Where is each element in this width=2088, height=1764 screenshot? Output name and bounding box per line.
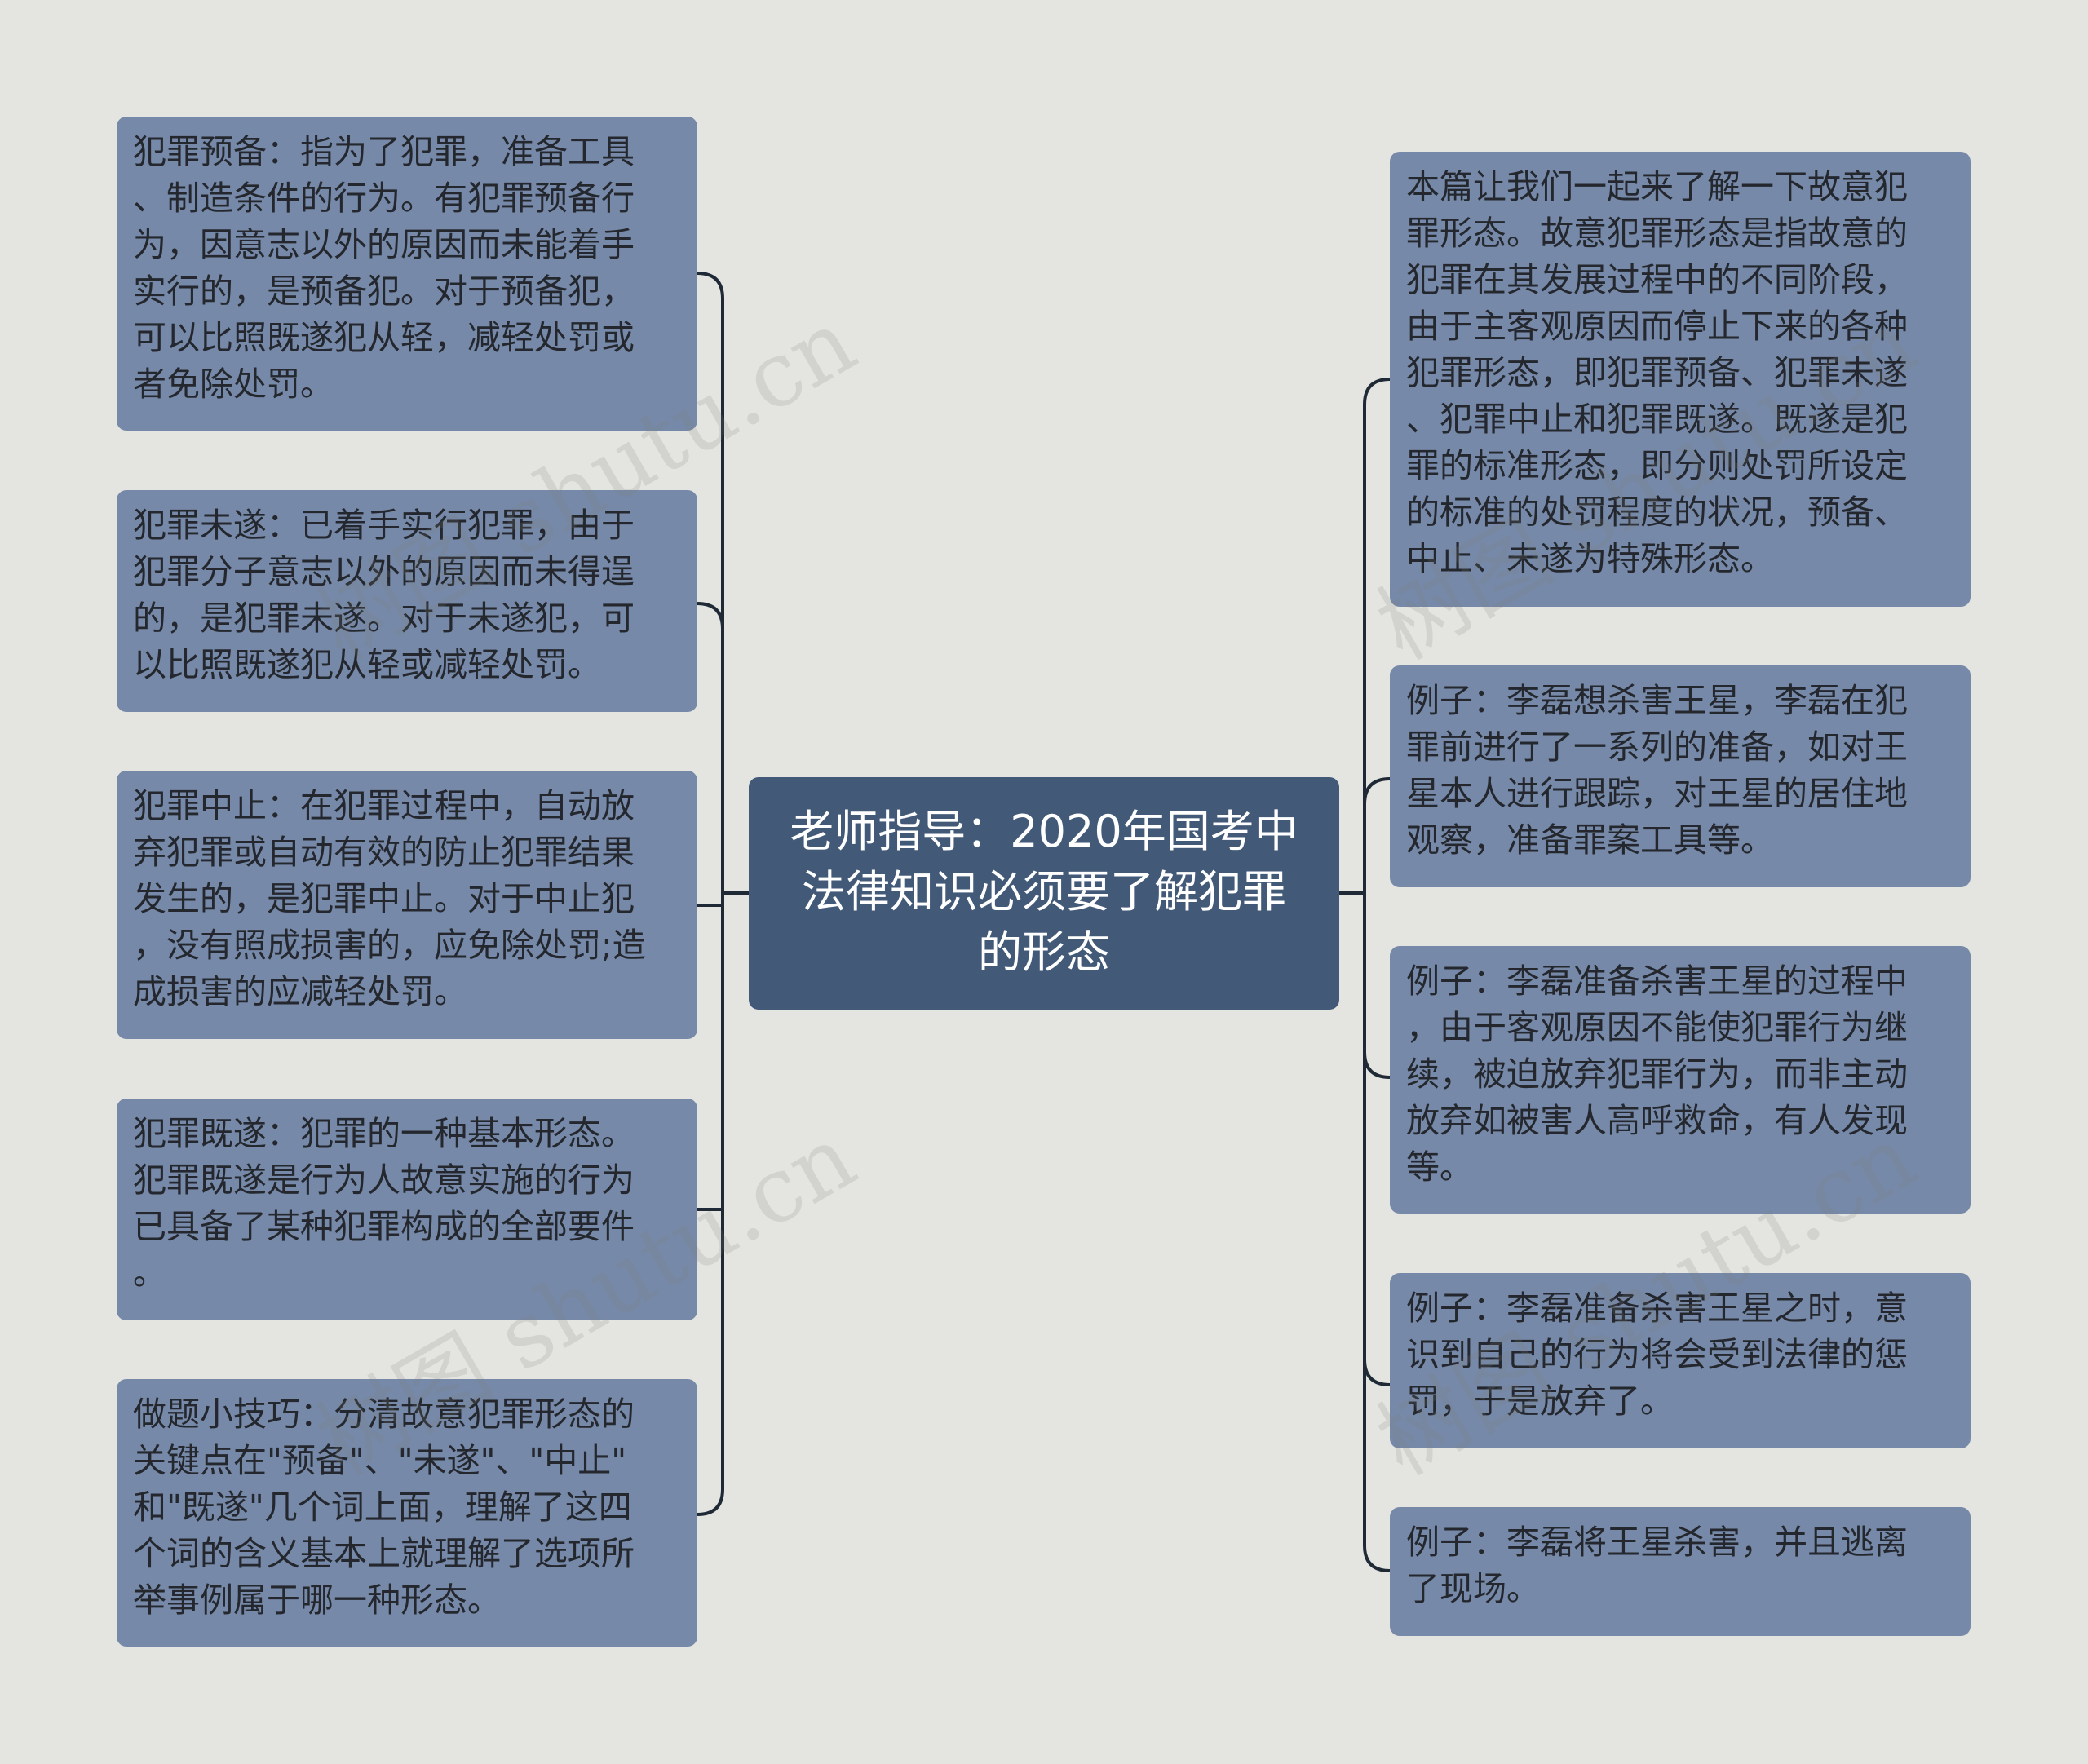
left-node-criminal-attempt[interactable]: 犯罪未遂：已着手实行犯罪，由于 犯罪分子意志以外的原因而未得逞 的，是犯罪未遂。… [117,490,697,712]
right-node-example-attempt[interactable]: 例子：李磊准备杀害王星的过程中 ，由于客观原因不能使犯罪行为继 续，被迫放弃犯罪… [1390,946,1971,1214]
left-node-criminal-abandonment[interactable]: 犯罪中止：在犯罪过程中，自动放 弃犯罪或自动有效的防止犯罪结果 发生的，是犯罪中… [117,771,697,1039]
right-node-example-accomplished[interactable]: 例子：李磊将王星杀害，并且逃离 了现场。 [1390,1507,1971,1636]
left-node-exam-tip[interactable]: 做题小技巧：分清故意犯罪形态的 关键点在"预备"、"未遂"、"中止" 和"既遂"… [117,1379,697,1647]
central-topic[interactable]: 老师指导：2020年国考中 法律知识必须要了解犯罪 的形态 [749,777,1339,1010]
left-node-accomplished-crime[interactable]: 犯罪既遂：犯罪的一种基本形态。 犯罪既遂是行为人故意实施的行为 已具备了某种犯罪… [117,1099,697,1320]
left-node-criminal-preparation[interactable]: 犯罪预备：指为了犯罪，准备工具 、制造条件的行为。有犯罪预备行 为，因意志以外的… [117,117,697,431]
right-node-example-abandonment[interactable]: 例子：李磊准备杀害王星之时，意 识到自己的行为将会受到法律的惩 罚，于是放弃了。 [1390,1273,1971,1448]
right-node-introduction[interactable]: 本篇让我们一起来了解一下故意犯 罪形态。故意犯罪形态是指故意的 犯罪在其发展过程… [1390,152,1971,607]
right-node-example-preparation[interactable]: 例子：李磊想杀害王星，李磊在犯 罪前进行了一系列的准备，如对王 星本人进行跟踪，… [1390,665,1971,887]
